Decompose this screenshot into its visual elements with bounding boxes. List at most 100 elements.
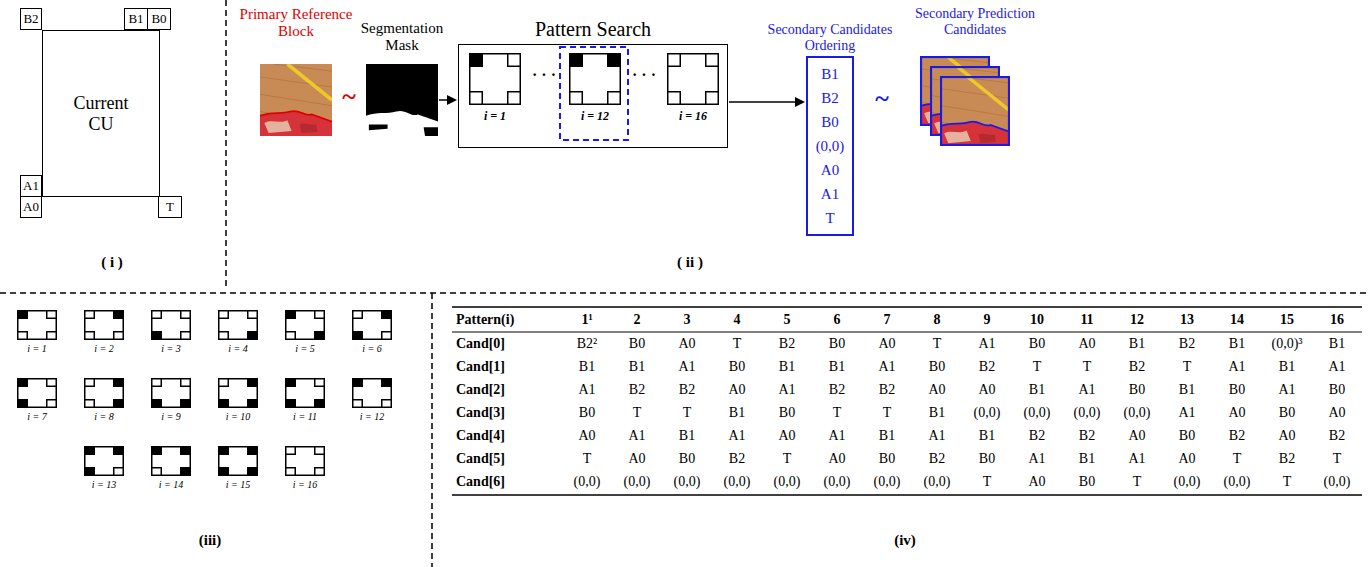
pattern-index: i = 16 xyxy=(293,479,318,491)
pattern-index: i = 9 xyxy=(161,411,181,423)
table-cell: 2 xyxy=(612,309,662,331)
box-label: Current CU xyxy=(61,93,141,134)
table-cell: A0 xyxy=(1312,402,1362,424)
neighbor-box: B2 xyxy=(20,8,42,30)
pattern-index: i = 16 xyxy=(665,109,721,124)
pattern-square xyxy=(285,310,325,340)
pattern-index: i = 1 xyxy=(27,343,47,355)
table-cell: (0,0) xyxy=(1212,471,1262,493)
table-cell: T xyxy=(812,402,862,424)
table-cell: A1 xyxy=(1162,402,1212,424)
table-cell: 7 xyxy=(862,309,912,331)
table-cell: 4 xyxy=(712,309,762,331)
pattern-square xyxy=(151,446,191,476)
pattern-index: i = 15 xyxy=(226,479,251,491)
pattern-thumbnail xyxy=(151,378,191,408)
pattern-search-box: Pattern Searchi = 1i = 12i = 16 xyxy=(458,44,728,148)
table-cell: 14 xyxy=(1212,309,1262,331)
pattern-square xyxy=(218,310,258,340)
prediction-stack: Secondary Prediction Candidates xyxy=(900,6,1050,156)
table-cell: B1 xyxy=(1012,379,1062,401)
table-cell: B1 xyxy=(1112,333,1162,355)
panel-separator xyxy=(431,293,433,567)
pattern-thumbnail xyxy=(218,378,258,408)
panel-label: · · · xyxy=(632,66,656,84)
arrow-head xyxy=(795,97,805,107)
table-cell: T xyxy=(962,471,1012,493)
table-cell: (0,0) xyxy=(912,471,962,493)
table-cell: B0 xyxy=(562,402,612,424)
table-cell: B2 xyxy=(862,379,912,401)
table-cell: Cand[5] xyxy=(456,448,562,470)
table-cell: B2 xyxy=(1162,333,1212,355)
candidate-entry: B0 xyxy=(808,110,852,134)
table-cell: B1 xyxy=(962,425,1012,447)
table-cell: T xyxy=(1212,448,1262,470)
table-cell: 10 xyxy=(1012,309,1062,331)
pattern-square xyxy=(151,378,191,408)
panel-label: ( ii ) xyxy=(677,254,703,271)
table-cell: A0 xyxy=(712,379,762,401)
table-cell: A1 xyxy=(862,356,912,378)
table-cell: B1 xyxy=(1312,333,1362,355)
table-cell: B1 xyxy=(1262,356,1312,378)
table-cell: T xyxy=(912,333,962,355)
table-cell: A0 xyxy=(662,333,712,355)
table-rule xyxy=(452,494,1362,496)
table-cell: A1 xyxy=(1312,356,1362,378)
table-cell: B0 xyxy=(662,448,712,470)
table-cell: T xyxy=(612,402,662,424)
table-cell: Cand[0] xyxy=(456,333,562,355)
table-cell: A0 xyxy=(1162,448,1212,470)
pattern-square xyxy=(17,310,57,340)
box-heading: Pattern Search xyxy=(483,18,703,41)
table-cell: Cand[1] xyxy=(456,356,562,378)
table-cell: B2 xyxy=(1062,425,1112,447)
pattern-square xyxy=(469,53,521,105)
pattern-square xyxy=(667,53,719,105)
table-cell: (0,0) xyxy=(1012,402,1062,424)
panel-label: (iii) xyxy=(199,532,222,549)
table-cell: B0 xyxy=(1162,425,1212,447)
table-cell: (0,0) xyxy=(762,471,812,493)
candidate-entry: A0 xyxy=(808,158,852,182)
table-cell: B1 xyxy=(1212,333,1262,355)
box-label: T xyxy=(166,200,174,215)
pattern-thumbnail xyxy=(285,446,325,476)
pattern-index: i = 12 xyxy=(360,411,385,423)
table-cell: 1¹ xyxy=(562,309,612,331)
reference-block-image xyxy=(260,64,332,136)
table-cell: B2 xyxy=(612,379,662,401)
table-cell: 12 xyxy=(1112,309,1162,331)
pattern-square xyxy=(569,53,621,105)
connector-arrow xyxy=(439,95,457,105)
table-cell: (0,0) xyxy=(862,471,912,493)
table-cell: A1 xyxy=(662,356,712,378)
table-cell: T xyxy=(662,402,712,424)
pattern-index: i = 4 xyxy=(228,343,248,355)
table-cell: B2 xyxy=(1212,425,1262,447)
table-cell: A1 xyxy=(1212,356,1262,378)
pattern-square xyxy=(285,446,325,476)
table-cell: B0 xyxy=(1262,402,1312,424)
table-cell: (0,0) xyxy=(1312,471,1362,493)
table-cell: 15 xyxy=(1262,309,1312,331)
candidate-entry: B2 xyxy=(808,86,852,110)
table-cell: 9 xyxy=(962,309,1012,331)
pattern-thumbnail xyxy=(151,310,191,340)
table-cell: B0 xyxy=(962,448,1012,470)
table-rule xyxy=(452,306,1362,308)
box-label: A1 xyxy=(23,179,39,194)
pattern-thumbnail xyxy=(285,310,325,340)
reference-block-image xyxy=(940,76,1010,146)
pattern-item: i = 16 xyxy=(665,53,721,125)
pattern-square xyxy=(352,310,392,340)
table-cell: B0 xyxy=(1312,379,1362,401)
pattern-thumbnail xyxy=(17,378,57,408)
table-cell: A0 xyxy=(1012,471,1062,493)
image-holder xyxy=(940,76,1010,146)
table-cell: B0 xyxy=(1062,471,1112,493)
table-cell: Cand[3] xyxy=(456,402,562,424)
table-cell: A1 xyxy=(1012,448,1062,470)
table-cell: A1 xyxy=(812,425,862,447)
